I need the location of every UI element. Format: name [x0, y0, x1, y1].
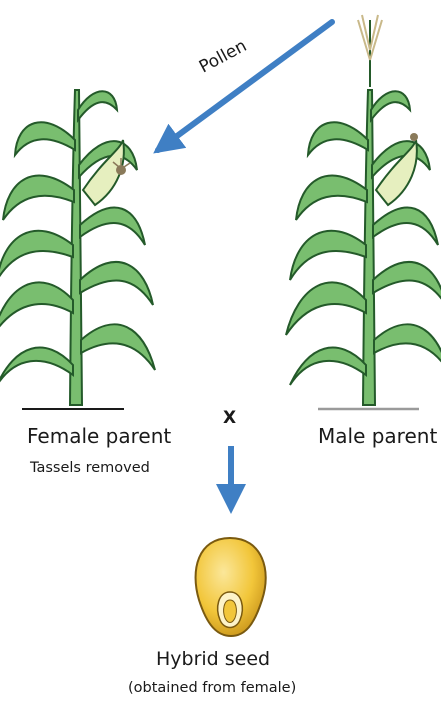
cross-symbol: X	[223, 408, 236, 428]
pollen-arrow	[158, 22, 332, 150]
male-silk-icon	[410, 133, 418, 141]
hybrid-seed-sublabel: (obtained from female)	[128, 680, 296, 696]
tassel-icon	[358, 15, 382, 87]
hybrid-seed-icon	[196, 538, 266, 636]
female-parent-label: Female parent	[27, 424, 171, 448]
male-parent-label: Male parent	[318, 424, 437, 448]
hybrid-seed-label: Hybrid seed	[156, 648, 270, 670]
female-parent-sublabel: Tassels removed	[30, 460, 150, 476]
pollen-label: Pollen	[196, 36, 250, 77]
male-plant	[286, 15, 441, 405]
female-plant	[0, 90, 155, 405]
